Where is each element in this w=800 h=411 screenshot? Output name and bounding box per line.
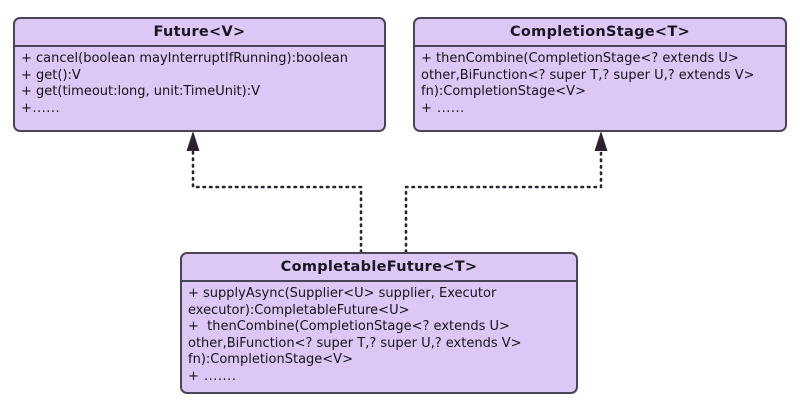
class-name-completionstage: CompletionStage<T> (415, 19, 785, 47)
class-box-future[interactable]: Future<V> + cancel(boolean mayInterruptI… (13, 17, 386, 132)
class-box-completablefuture[interactable]: CompletableFuture<T> + supplyAsync(Suppl… (180, 252, 578, 394)
edge-completablefuture-to-future (186, 131, 363, 254)
edge-completablefuture-to-completionstage (404, 131, 608, 254)
class-name-completablefuture: CompletableFuture<T> (182, 254, 576, 282)
class-member: + thenCombine(CompletionStage<? extends … (188, 319, 526, 367)
class-member: + thenCombine(CompletionStage<? extends … (421, 51, 759, 99)
class-box-completionstage[interactable]: CompletionStage<T> + thenCombine(Complet… (413, 17, 787, 132)
class-member: + supplyAsync(Supplier<U> supplier, Exec… (188, 286, 501, 318)
class-members-completionstage: + thenCombine(CompletionStage<? extends … (415, 47, 785, 119)
class-member-ellipsis: + ....... (188, 368, 237, 384)
class-member-ellipsis: + ...... (421, 100, 465, 116)
class-member: + get(timeout:long, unit:TimeUnit):V (21, 84, 260, 99)
class-member: + cancel(boolean mayInterruptIfRunning):… (21, 51, 348, 66)
class-name-future: Future<V> (15, 19, 384, 47)
class-members-future: + cancel(boolean mayInterruptIfRunning):… (15, 47, 384, 119)
class-member: + get():V (21, 67, 81, 83)
class-member-ellipsis: +...... (21, 100, 61, 116)
class-members-completablefuture: + supplyAsync(Supplier<U> supplier, Exec… (182, 282, 576, 387)
